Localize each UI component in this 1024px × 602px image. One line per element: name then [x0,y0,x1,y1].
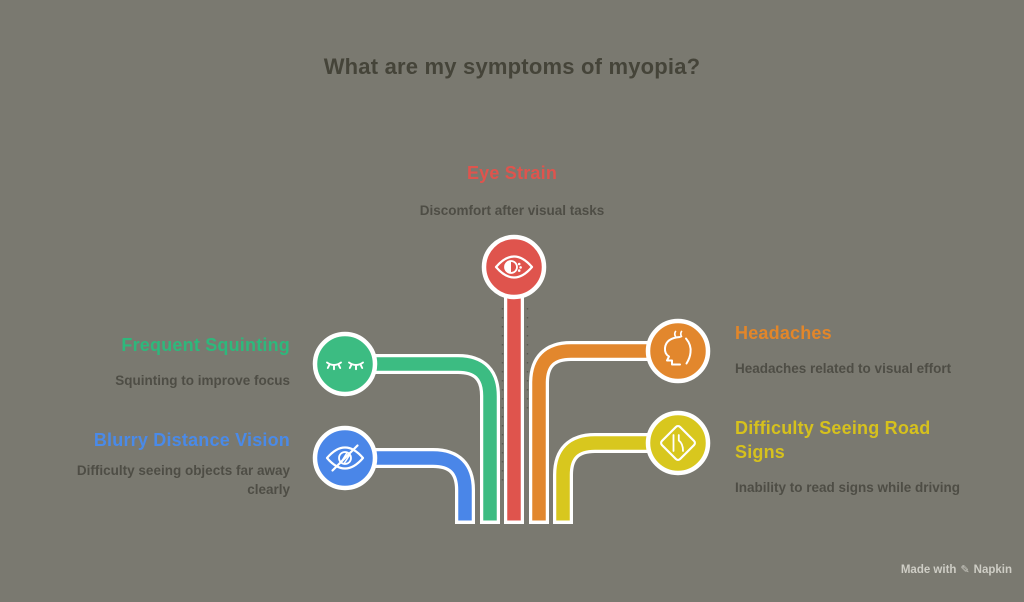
closed-eyes-icon [326,361,364,371]
dotted-guides [501,308,529,488]
eye-slash-icon [325,444,365,472]
pen-icon: ✎ [960,564,970,576]
node-title-blurry-distance-vision: Blurry Distance Vision [93,430,290,450]
connector-road-signs [553,433,678,524]
napkin-watermark[interactable]: Made with ✎ Napkin [900,563,1012,577]
watermark-brand: Napkin [973,563,1012,576]
node-desc-blurry-distance-vision: Difficulty seeing objects far away clear… [76,463,290,497]
node-title-headaches: Headaches [735,323,832,343]
node-title-eye-strain: Eye Strain [466,163,558,183]
node-desc-road-signs: Inability to read signs while driving [735,480,961,495]
road-sign-icon [660,425,696,461]
node-title-frequent-squinting: Frequent Squinting [121,335,290,355]
node-circle-road-signs [645,410,711,476]
watermark-prefix: Made with [900,563,957,576]
node-circle-headaches [645,318,711,384]
connector-frequent-squinting [345,354,500,524]
node-desc-frequent-squinting: Squinting to improve focus [115,373,290,388]
node-circle-eye-strain [481,234,547,300]
connector-blurry-distance-vision [345,448,475,524]
node-desc-headaches: Headaches related to visual effort [735,361,952,376]
headache-head-icon [663,330,692,366]
eye-contrast-icon [494,255,534,279]
page-title: What are my symptoms of myopia? [323,54,701,79]
node-circle-frequent-squinting [312,331,378,397]
connector-headaches [529,341,678,524]
node-desc-eye-strain: Discomfort after visual tasks [419,203,605,218]
node-title-road-signs: Difficulty Seeing Road Signs [735,418,931,462]
